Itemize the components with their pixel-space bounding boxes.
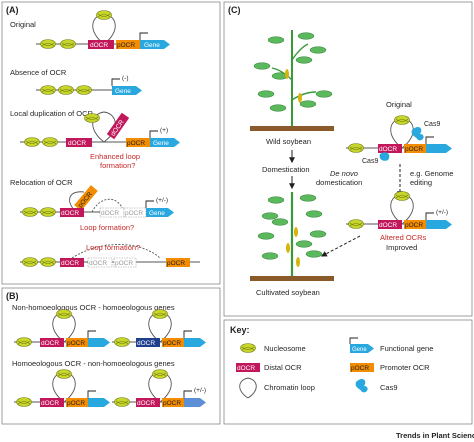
pocr-label: pOCR — [67, 340, 85, 347]
gene-label: Gene — [115, 88, 131, 95]
pocr-ghost-label: pOCR — [125, 210, 143, 217]
expr-relocation: (+/-) — [156, 197, 168, 204]
altered-ocrs-label: Altered OCRs — [380, 233, 427, 242]
cas9-label-top: Cas9 — [424, 121, 440, 128]
key-distal-ocr-label: Distal OCR — [264, 363, 302, 372]
docr-label: dOCR — [41, 400, 59, 407]
pocr-ghost-label: pOCR — [115, 260, 133, 267]
denovo-label-2: domestication — [316, 178, 362, 187]
wild-soybean-label: Wild soybean — [266, 137, 311, 146]
footer-credit: Trends in Plant Science — [396, 431, 474, 440]
note-enhanced-1: Enhanced loop — [90, 152, 140, 161]
key-distal-ocr: dOCR Distal OCR — [236, 363, 302, 372]
cultivated-soybean-plant — [250, 192, 334, 281]
row-title-absence: Absence of OCR — [10, 68, 67, 77]
pocr-label: pOCR — [163, 340, 181, 347]
row-title-original: Original — [10, 20, 36, 29]
key-pocr-label: pOCR — [351, 365, 369, 372]
gene-label: Gene — [144, 42, 160, 49]
improved-arrow — [320, 235, 361, 257]
row-absence-diagram: Gene (-) — [36, 75, 142, 95]
key-frame — [223, 319, 473, 425]
docr-label: dOCR — [61, 210, 79, 217]
docr-box — [88, 40, 114, 49]
key-chromatin-loop: Chromatin loop — [239, 377, 315, 399]
pocr-label: pOCR — [127, 140, 145, 147]
b-row-1-diagram: dOCR pOCR dOCR pOCR — [14, 309, 206, 347]
key-nucleosome-label: Nucleosome — [264, 344, 306, 353]
pocr-label: pOCR — [405, 222, 423, 229]
key-title: Key: — [230, 325, 250, 335]
key-chromatin-loop-label: Chromatin loop — [264, 383, 315, 392]
cas9-icon — [411, 127, 424, 141]
panel-a-frame — [1, 1, 221, 285]
row-duplication-diagram: dOCR dOCR pOCR Gene (+) Enhanced loop fo… — [20, 111, 180, 170]
docr-label: dOCR — [61, 260, 79, 267]
key-promoter-ocr-label: Promoter OCR — [380, 363, 430, 372]
key-cas9-icon — [355, 379, 368, 393]
expr-absence: (-) — [122, 75, 129, 82]
row-title-relocation: Relocation of OCR — [10, 178, 73, 187]
expr-duplication: (+) — [160, 127, 168, 134]
c-original-label: Original — [386, 100, 412, 109]
pocr-label: pOCR — [117, 42, 135, 49]
improved-label: Improved — [386, 243, 417, 252]
example-label-2: editing — [410, 178, 432, 187]
docr-label-blue: dOCR — [137, 340, 155, 347]
row-title-duplication: Local duplication of OCR — [10, 109, 94, 118]
pocr-label: pOCR — [67, 400, 85, 407]
key-docr-label: dOCR — [237, 365, 255, 372]
panel-b-tag: (B) — [6, 291, 19, 301]
pocr-box — [116, 40, 140, 49]
docr-label: dOCR — [68, 140, 86, 147]
c-original-diagram: Original dOCR pOCR Cas9 Cas9 — [346, 100, 452, 165]
c-altered-diagram: dOCR pOCR (+/-) Altered OCRs Improved — [346, 191, 452, 252]
key-cas9: Cas9 — [355, 379, 398, 393]
panel-b-frame — [1, 287, 221, 425]
c-expr: (+/-) — [436, 209, 448, 216]
pocr-label: pOCR — [163, 400, 181, 407]
key-functional-gene-label: Functional gene — [380, 344, 433, 353]
key-nucleosome: Nucleosome — [240, 343, 306, 353]
docr-ghost-label: dOCR — [89, 260, 107, 267]
key-functional-gene: Gene Functional gene — [349, 337, 433, 353]
domestication-label: Domestication — [262, 165, 310, 174]
b-row-2-diagram: dOCR pOCR dOCR pOCR (+/-) — [14, 369, 206, 407]
wild-soybean-plant — [250, 30, 334, 131]
b-row-title-1: Non-homoeologous OCR - homoeologous gene… — [12, 303, 175, 312]
expr-b2: (+/-) — [194, 387, 206, 394]
gene-label: Gene — [153, 140, 169, 147]
pocr-label: pOCR — [167, 260, 185, 267]
pocr-label: pOCR — [405, 146, 423, 153]
note-enhanced-2: formation? — [100, 161, 135, 170]
panel-c-tag: (C) — [228, 5, 241, 15]
docr-label: dOCR — [379, 146, 397, 153]
docr-label: dOCR — [379, 222, 397, 229]
cultivated-soybean-label: Cultivated soybean — [256, 288, 320, 297]
docr-label: dOCR — [41, 340, 59, 347]
note-loop-formation: Loop formation? — [80, 223, 134, 232]
row-relocation-diagram: pOCR dOCR dOCR pOCR Gene (+/-) Loop form… — [20, 185, 200, 268]
note-loop-formation-2: Loop formation? — [86, 243, 140, 252]
cas9-label-bottom: Cas9 — [362, 158, 378, 165]
gene-label: Gene — [149, 210, 165, 217]
docr-label: dOCR — [137, 400, 155, 407]
row-original-diagram: dOCR pOCR Gene — [36, 10, 170, 49]
key-gene-label: Gene — [352, 347, 367, 353]
key-promoter-ocr: pOCR Promoter OCR — [350, 363, 430, 372]
denovo-label-1: De novo — [330, 169, 358, 178]
key-cas9-label: Cas9 — [380, 383, 398, 392]
docr-ghost-label: dOCR — [101, 210, 119, 217]
example-label-1: e.g. Genome — [410, 169, 453, 178]
b-row-title-2: Homoeologous OCR - non-homoeologous gene… — [12, 359, 175, 368]
cas9-icon-2 — [379, 152, 390, 161]
docr-label: dOCR — [90, 42, 108, 49]
panel-c-frame — [223, 1, 473, 317]
panel-a-tag: (A) — [6, 5, 19, 15]
